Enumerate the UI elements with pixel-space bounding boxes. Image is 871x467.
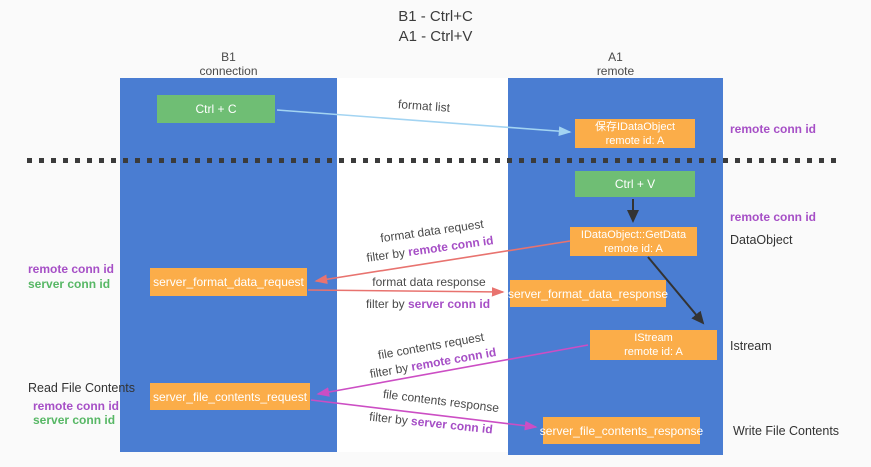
box-server-file-contents-request: server_file_contents_request — [150, 383, 310, 410]
lane-b1-subtitle: connection — [199, 64, 258, 78]
label-filter-server-1: filter by server conn id — [366, 297, 490, 311]
right-label-istream: Istream — [730, 339, 772, 353]
left-label-server-conn-id-1: server conn id — [28, 277, 111, 291]
right-label-write-file-contents: Write File Contents — [733, 424, 840, 438]
box-getdata-line1: IDataObject::GetData — [580, 228, 687, 241]
box-save-idataobject-line2: remote id: A — [605, 134, 665, 147]
box-ctrl-c: Ctrl + C — [157, 95, 275, 123]
dashed-separator-line — [27, 158, 839, 163]
lane-a1-title: A1 — [608, 50, 623, 64]
filter-by-text: filter by — [365, 297, 408, 311]
server-conn-id-text: server conn id — [407, 297, 491, 311]
box-istream-line2: remote id: A — [624, 346, 683, 358]
left-label-remote-conn-id-1: remote conn id — [28, 262, 115, 276]
box-getdata-line2: remote id: A — [604, 242, 663, 255]
label-format-data-response: format data response — [372, 275, 486, 289]
box-save-idataobject-line1: 保存IDataObject — [594, 120, 676, 133]
lane-b1-title: B1 — [221, 50, 236, 64]
left-label-read-file-contents: Read File Contents — [28, 381, 136, 395]
page-title-line1: B1 - Ctrl+C — [398, 8, 473, 25]
left-label-remote-conn-id-2: remote conn id — [33, 399, 120, 413]
right-label-remote-conn-id-2: remote conn id — [730, 210, 817, 224]
box-istream-line1: IStream — [634, 332, 673, 344]
left-label-server-conn-id-2: server conn id — [33, 413, 116, 427]
page-title-line2: A1 - Ctrl+V — [398, 28, 473, 45]
box-save-idataobject: 保存IDataObject remote id: A — [575, 119, 695, 148]
lane-header-a1: A1 remote — [508, 50, 723, 78]
box-server-format-data-response: server_format_data_response — [508, 280, 668, 307]
lane-a1-subtitle: remote — [596, 64, 635, 78]
page-title: B1 - Ctrl+C A1 - Ctrl+V — [0, 7, 871, 47]
lane-header-b1: B1 connection — [120, 50, 337, 78]
right-label-remote-conn-id-1: remote conn id — [730, 122, 817, 136]
box-server-file-contents-response: server_file_contents_response — [540, 417, 703, 444]
right-label-dataobject: DataObject — [730, 233, 793, 247]
box-server-format-data-request: server_format_data_request — [150, 268, 307, 296]
box-istream: IStream remote id: A — [590, 330, 717, 360]
box-idataobject-getdata: IDataObject::GetData remote id: A — [570, 227, 697, 256]
box-ctrl-v: Ctrl + V — [575, 171, 695, 197]
